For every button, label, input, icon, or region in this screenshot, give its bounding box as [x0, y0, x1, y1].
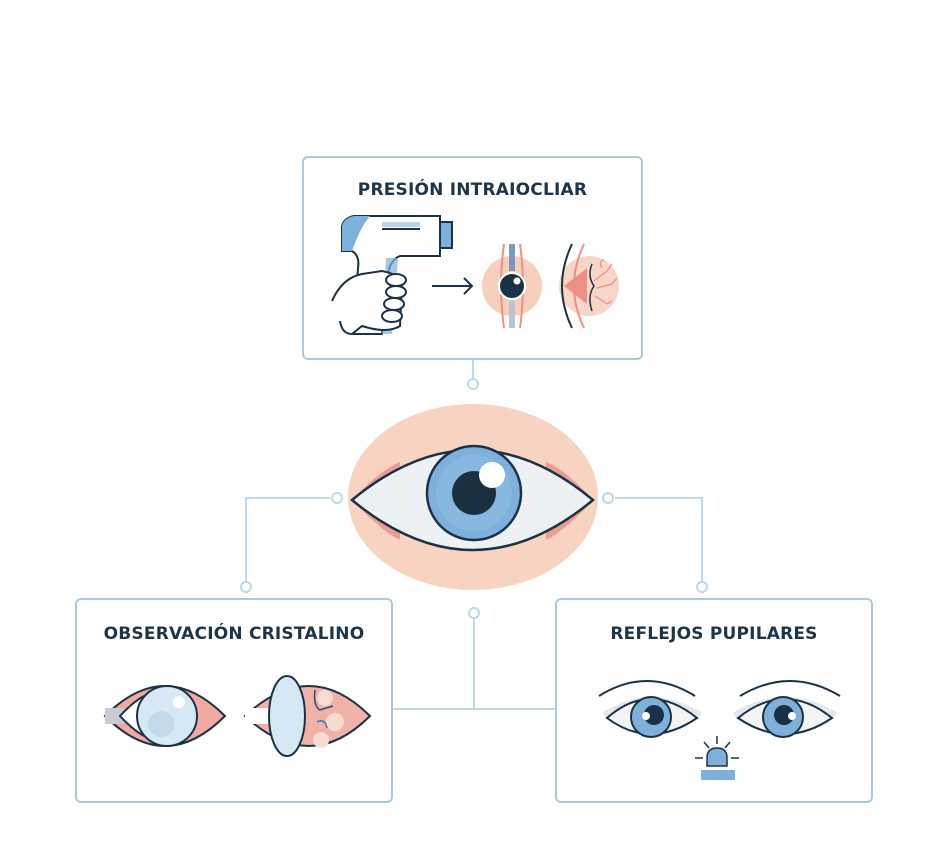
card-illustration	[598, 680, 841, 780]
card-title: REFLEJOS PUPILARES	[610, 624, 818, 644]
arrow-icon	[432, 277, 474, 295]
card-presion-intraocular: PRESIÓN INTRAIOCLIAR	[302, 156, 643, 360]
connector-node-bottom	[468, 607, 480, 619]
card-illustration	[331, 215, 619, 336]
card-title: PRESIÓN INTRAIOCLIAR	[357, 180, 588, 200]
card-observacion-cristalino: OBSERVACIÓN CRISTALINO	[75, 598, 393, 803]
connector-node-top	[467, 378, 479, 390]
connector-node-right-eye	[602, 492, 614, 504]
optic-nerve-icon	[559, 243, 619, 329]
hand-icon	[331, 269, 407, 336]
left-eye-icon	[598, 680, 703, 738]
eye-highlight	[479, 462, 505, 488]
eye-outline	[350, 448, 595, 552]
card-illustration	[103, 675, 372, 757]
lens-cataract-icon	[243, 675, 372, 757]
connector-left	[245, 497, 330, 582]
connector-node-left-card	[240, 581, 252, 593]
connector-right	[615, 497, 703, 582]
card-reflejos-pupilares: REFLEJOS PUPILARES	[555, 598, 873, 803]
connector-node-left-eye	[331, 492, 343, 504]
lens-normal-icon	[103, 685, 227, 747]
light-source-icon	[695, 736, 739, 780]
connector-node-right-card	[696, 581, 708, 593]
card-title: OBSERVACIÓN CRISTALINO	[103, 624, 365, 644]
eye-section-icon	[482, 243, 542, 329]
right-eye-icon	[732, 680, 841, 738]
